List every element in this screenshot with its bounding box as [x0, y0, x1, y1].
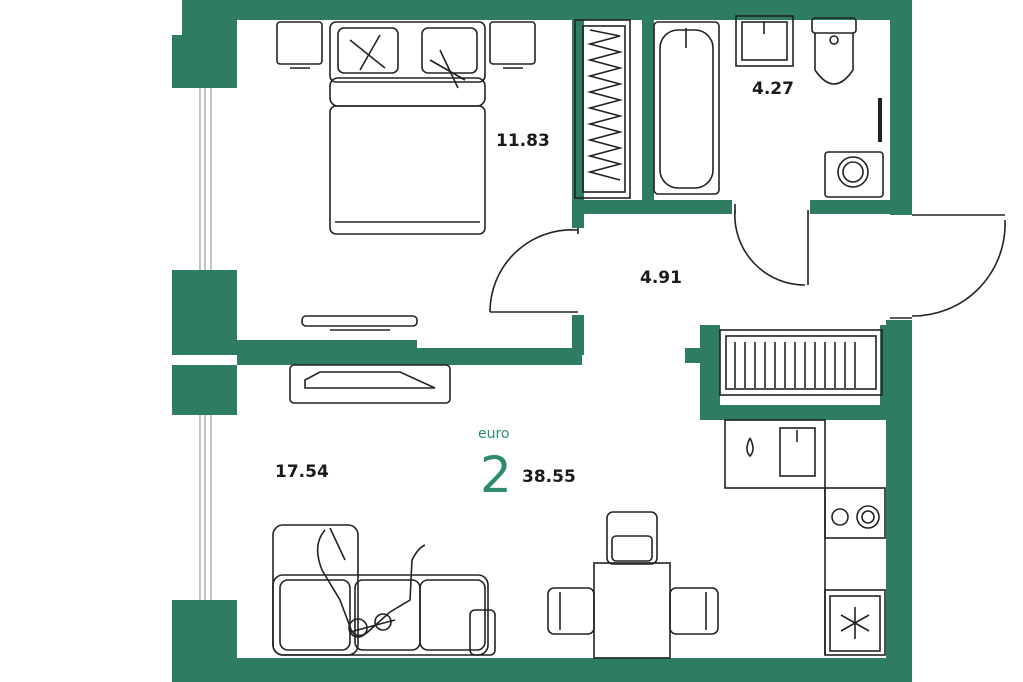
bedroom-area-label: 11.83 — [496, 131, 550, 151]
toilet-icon — [811, 17, 857, 85]
walls — [172, 0, 912, 682]
radiator-icon — [574, 19, 631, 199]
tv-icon — [289, 364, 451, 404]
windows — [199, 88, 212, 600]
snowflake-icon — [840, 607, 870, 639]
window-icon — [199, 415, 212, 600]
stove-icon — [824, 487, 886, 539]
tv-icon — [301, 315, 418, 331]
nightstand-icon — [489, 21, 536, 69]
chair-icon — [606, 511, 658, 565]
living-area-label: 17.54 — [275, 462, 329, 482]
chair-icon — [547, 587, 595, 635]
pillow-icon — [421, 27, 478, 89]
door-icon — [489, 228, 579, 313]
bathroom-area-label: 4.27 — [752, 79, 794, 99]
total-area-label: 38.55 — [522, 467, 576, 487]
sink-icon — [735, 15, 794, 67]
dining-table-icon — [593, 562, 671, 659]
sink-icon — [724, 419, 826, 489]
person-icon — [316, 527, 426, 638]
chair-icon — [669, 587, 719, 635]
bathtub-icon — [653, 21, 720, 195]
bed-icon — [329, 21, 486, 235]
pillow-icon — [337, 27, 399, 74]
door-icon — [890, 214, 1006, 319]
rooms-count: 2 — [480, 446, 512, 504]
radiator-icon — [719, 329, 883, 396]
window-icon — [199, 88, 212, 270]
sofa-icon — [272, 524, 496, 656]
nightstand-icon — [276, 21, 323, 69]
door-icon — [734, 204, 809, 286]
washing-machine-icon — [824, 151, 884, 198]
hall-area-label: 4.91 — [640, 268, 682, 288]
apartment-type-label: euro — [478, 426, 510, 442]
